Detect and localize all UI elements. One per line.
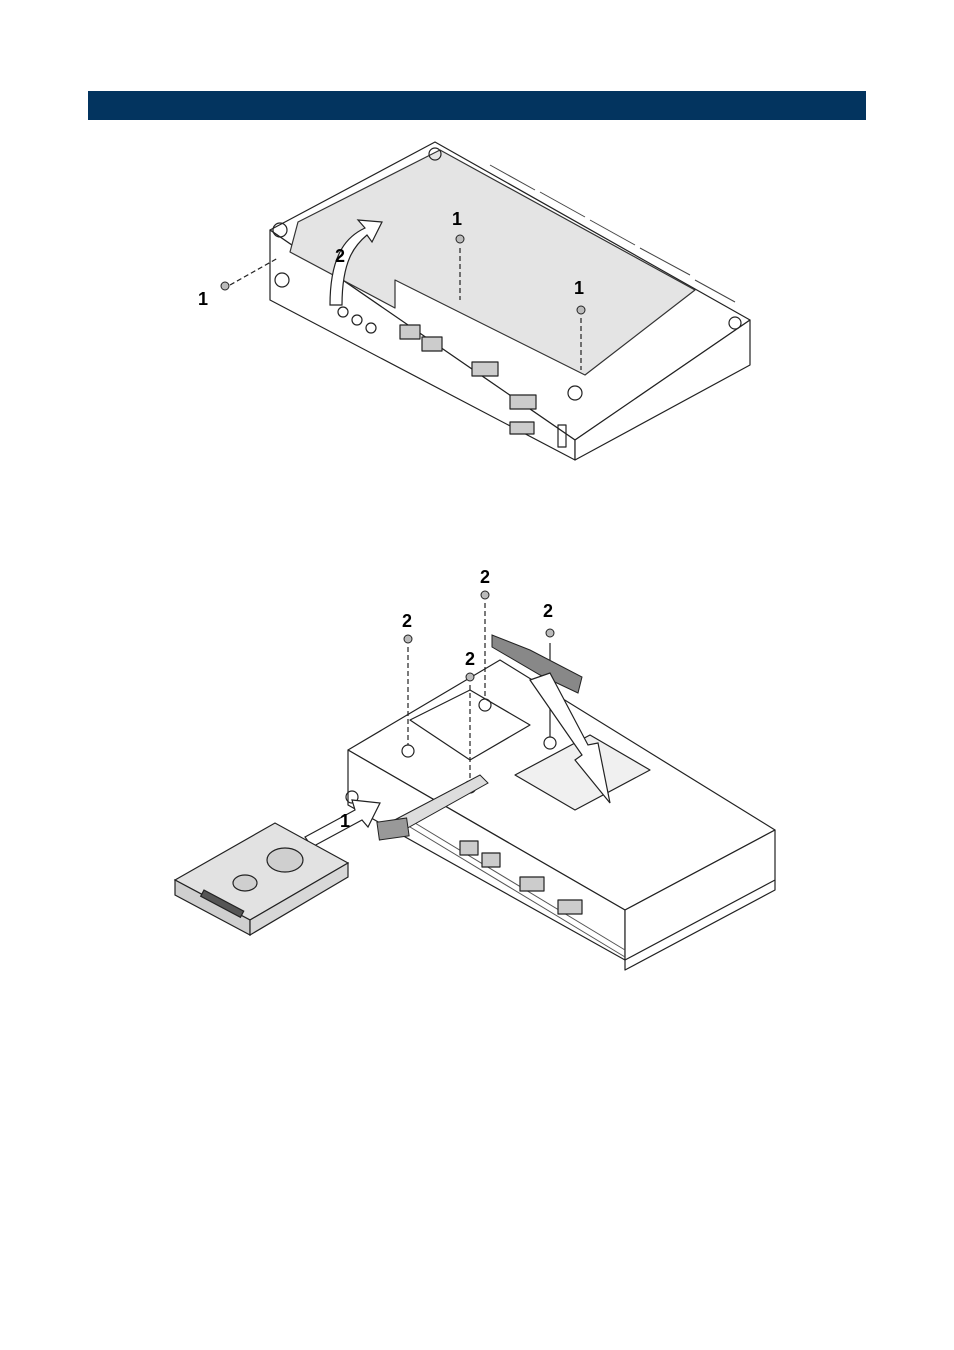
section-header-bar [88, 91, 866, 120]
hdd-installation-figure: 2 2 2 2 1 [170, 565, 790, 985]
svg-text:2: 2 [335, 246, 345, 266]
svg-text:1: 1 [198, 289, 208, 309]
bottom-cover-removal-figure: 1 1 1 2 [190, 140, 760, 470]
svg-text:2: 2 [465, 649, 475, 669]
svg-text:2: 2 [402, 611, 412, 631]
sata-connector [377, 818, 409, 840]
svg-text:1: 1 [340, 811, 350, 831]
svg-text:1: 1 [452, 209, 462, 229]
svg-text:1: 1 [574, 278, 584, 298]
svg-text:2: 2 [480, 567, 490, 587]
svg-text:2: 2 [543, 601, 553, 621]
